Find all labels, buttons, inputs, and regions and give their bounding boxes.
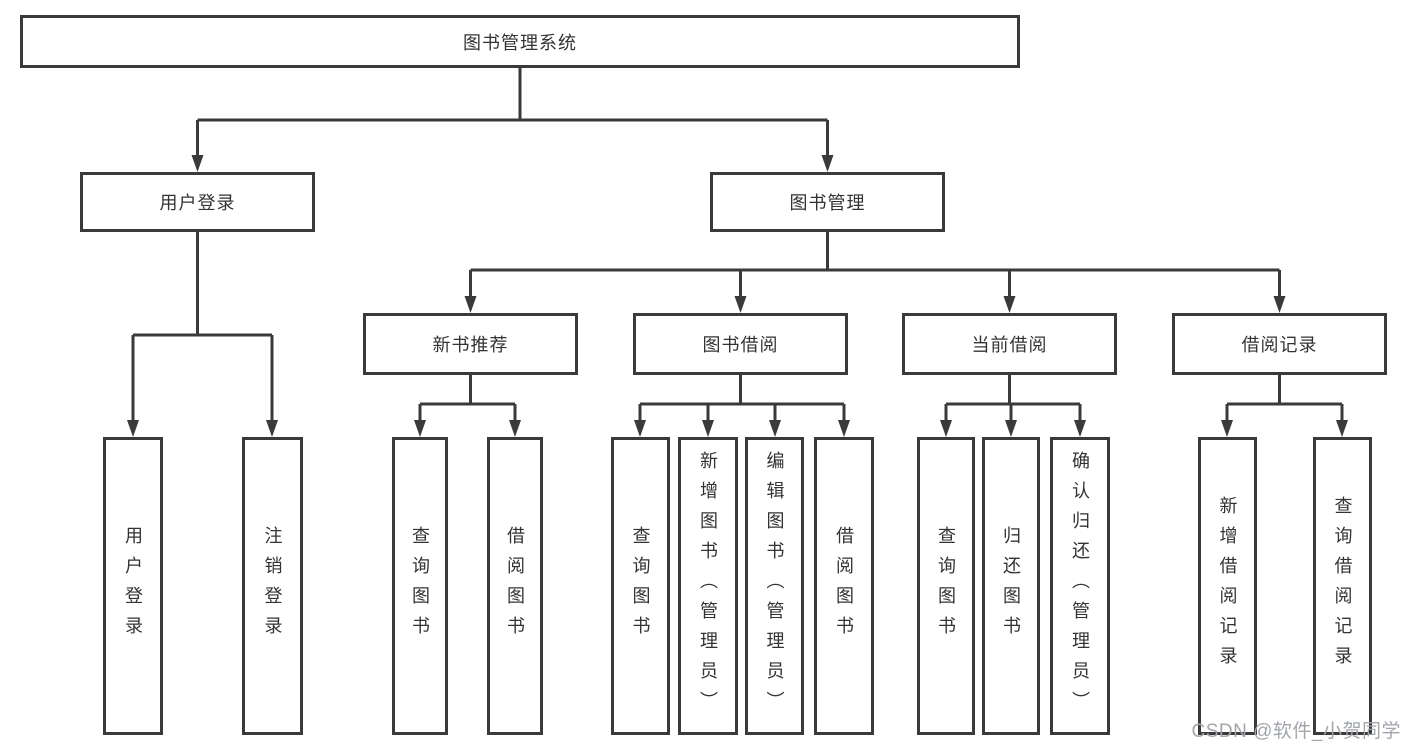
csdn-watermark: CSDN @软件_小贺同学 bbox=[1191, 721, 1401, 742]
leaf-query-books-borrow: 查询图书 bbox=[611, 437, 670, 735]
arrowhead bbox=[414, 420, 426, 437]
arrowhead bbox=[464, 296, 477, 313]
leaf-borrow-books-recommend-label: 借阅图书 bbox=[505, 526, 525, 646]
leaf-query-books-borrow-label: 查询图书 bbox=[630, 526, 651, 646]
arrowhead bbox=[634, 420, 646, 437]
arrowhead bbox=[821, 155, 834, 172]
arrowhead bbox=[191, 155, 204, 172]
leaf-edit-books-admin-label: 编辑图书（管理员） bbox=[764, 451, 785, 721]
arrowhead bbox=[1005, 420, 1017, 437]
node-user-login-label: 用户登录 bbox=[159, 193, 236, 213]
arrowhead bbox=[1003, 296, 1016, 313]
leaf-query-books-current: 查询图书 bbox=[917, 437, 975, 735]
leaf-query-books-recommend: 查询图书 bbox=[392, 437, 448, 735]
arrowhead bbox=[769, 420, 781, 437]
leaf-return-books: 归还图书 bbox=[982, 437, 1040, 735]
leaf-add-borrow-record: 新增借阅记录 bbox=[1198, 437, 1257, 735]
arrowhead bbox=[940, 420, 952, 437]
leaf-add-books-admin: 新增图书（管理员） bbox=[678, 437, 738, 735]
node-new-book-recommendation: 新书推荐 bbox=[363, 313, 578, 375]
leaf-confirm-return-admin-label: 确认归还（管理员） bbox=[1070, 451, 1090, 721]
node-root-label: 图书管理系统 bbox=[463, 32, 577, 53]
arrowhead bbox=[127, 420, 139, 437]
leaf-add-borrow-record-label: 新增借阅记录 bbox=[1217, 496, 1238, 676]
leaf-confirm-return-admin: 确认归还（管理员） bbox=[1050, 437, 1110, 735]
node-root: 图书管理系统 bbox=[20, 15, 1020, 68]
arrowhead bbox=[1074, 420, 1086, 437]
leaf-user-login: 用户登录 bbox=[103, 437, 163, 735]
arrowhead bbox=[1221, 420, 1233, 437]
node-book-management-label: 图书管理 bbox=[789, 193, 866, 213]
leaf-logout: 注销登录 bbox=[242, 437, 303, 735]
leaf-return-books-label: 归还图书 bbox=[1001, 526, 1021, 646]
arrowhead bbox=[702, 420, 714, 437]
leaf-borrow-books-label: 借阅图书 bbox=[834, 526, 854, 646]
arrowhead bbox=[734, 296, 747, 313]
node-book-borrowing: 图书借阅 bbox=[633, 313, 848, 375]
arrowhead bbox=[509, 420, 521, 437]
node-current-borrowing-label: 当前借阅 bbox=[971, 335, 1048, 355]
leaf-borrow-books-recommend: 借阅图书 bbox=[487, 437, 543, 735]
arrowhead bbox=[838, 420, 850, 437]
node-borrowing-records: 借阅记录 bbox=[1172, 313, 1387, 375]
node-book-management: 图书管理 bbox=[710, 172, 945, 232]
leaf-add-books-admin-label: 新增图书（管理员） bbox=[698, 451, 718, 721]
node-new-book-recommendation-label: 新书推荐 bbox=[432, 335, 509, 355]
arrowhead bbox=[1273, 296, 1286, 313]
leaf-edit-books-admin: 编辑图书（管理员） bbox=[745, 437, 804, 735]
leaf-borrow-books: 借阅图书 bbox=[814, 437, 874, 735]
arrowhead bbox=[266, 420, 278, 437]
leaf-user-login-label: 用户登录 bbox=[123, 526, 143, 646]
leaf-query-borrow-record: 查询借阅记录 bbox=[1313, 437, 1372, 735]
leaf-query-borrow-record-label: 查询借阅记录 bbox=[1332, 496, 1353, 676]
node-user-login: 用户登录 bbox=[80, 172, 315, 232]
node-book-borrowing-label: 图书借阅 bbox=[702, 335, 779, 355]
arrowhead bbox=[1336, 420, 1348, 437]
leaf-logout-label: 注销登录 bbox=[262, 526, 283, 646]
node-borrowing-records-label: 借阅记录 bbox=[1241, 335, 1318, 355]
node-current-borrowing: 当前借阅 bbox=[902, 313, 1117, 375]
leaf-query-books-recommend-label: 查询图书 bbox=[410, 526, 430, 646]
leaf-query-books-current-label: 查询图书 bbox=[936, 526, 956, 646]
